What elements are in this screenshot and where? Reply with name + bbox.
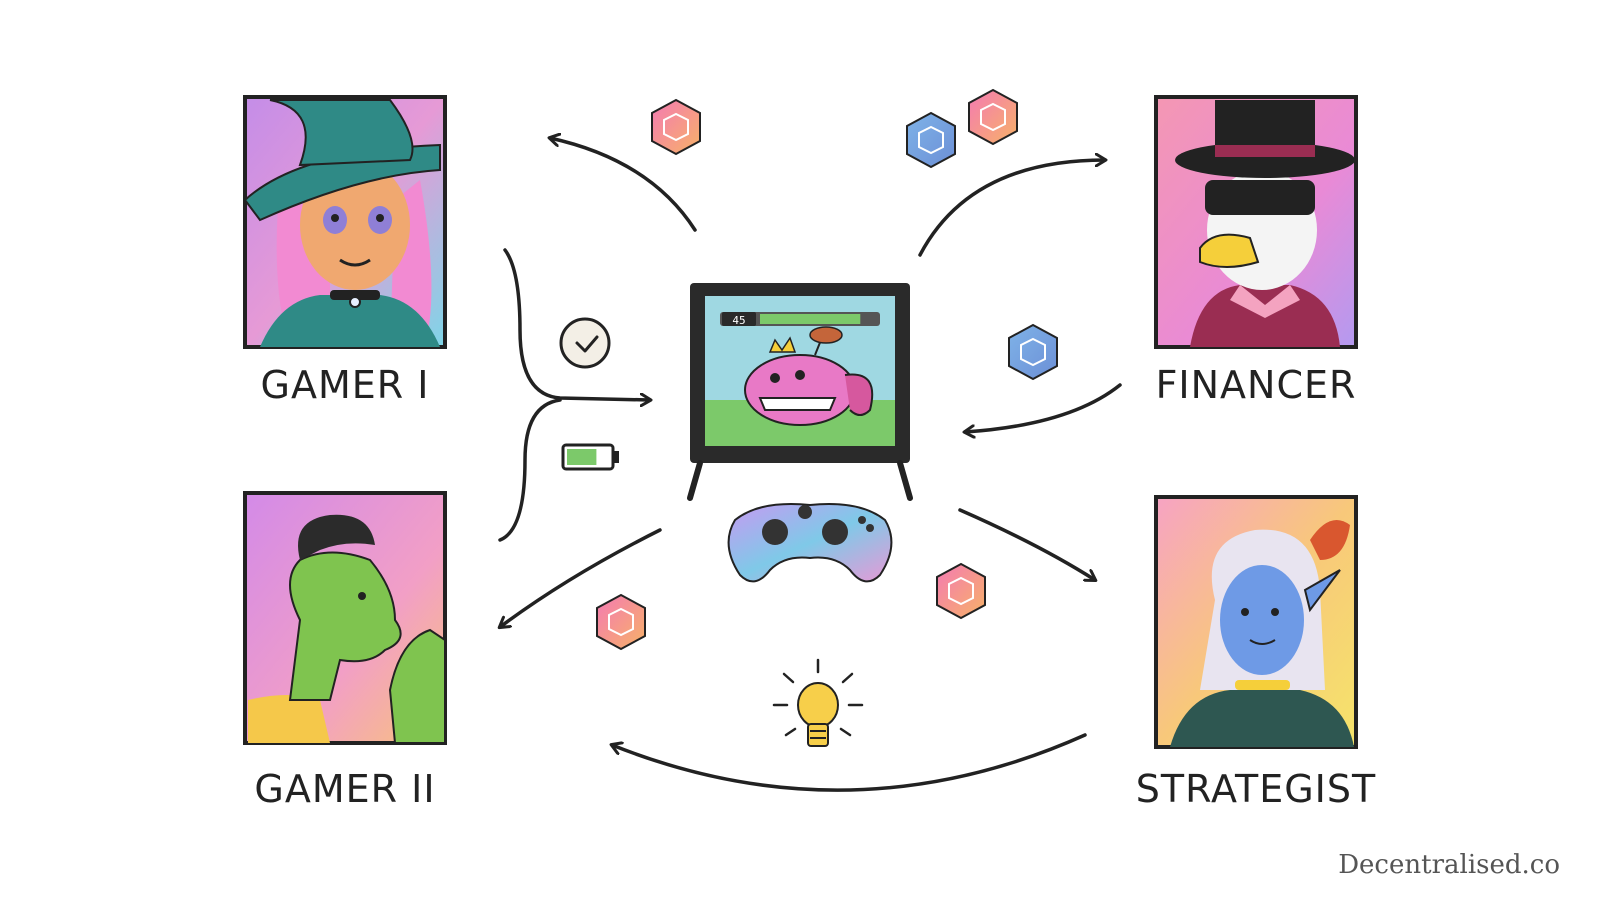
lightbulb-icon (772, 658, 864, 747)
watermark: Decentralised.co (1338, 850, 1560, 880)
portrait-gamer-1 (243, 95, 447, 349)
token-icon (1008, 323, 1058, 381)
token-icon (596, 593, 646, 651)
game-tv: 45 (687, 283, 913, 501)
arrow-from-strategist (612, 733, 1087, 792)
arrow-to-strategist (958, 508, 1095, 580)
label-gamer-1: GAMER I (260, 363, 430, 407)
token-icon (968, 88, 1018, 146)
token-icon (906, 111, 956, 169)
arrow-from-financer (965, 383, 1122, 432)
label-strategist: STRATEGIST (1135, 767, 1377, 811)
label-financer: FINANCER (1155, 363, 1357, 407)
arrow-to-financer (918, 160, 1105, 257)
game-creature (744, 326, 874, 426)
label-gamer-2: GAMER II (254, 767, 436, 811)
portrait-financer (1154, 95, 1358, 349)
arrow-to-gamer-2 (500, 528, 662, 627)
portrait-strategist (1154, 495, 1358, 749)
arrow-gamers-to-game (503, 248, 650, 400)
game-health-bar (720, 312, 880, 326)
arrow-to-gamer-1 (550, 138, 697, 232)
flow-arrows (498, 138, 1122, 792)
clock-icon (559, 317, 611, 369)
gamepad-icon (727, 503, 893, 583)
arrow-gamer-2-join (498, 398, 562, 542)
battery-icon (561, 443, 619, 471)
portrait-gamer-2 (243, 491, 447, 745)
token-icon (651, 98, 701, 156)
token-icon (936, 562, 986, 620)
game-hud-value: 45 (732, 314, 745, 327)
